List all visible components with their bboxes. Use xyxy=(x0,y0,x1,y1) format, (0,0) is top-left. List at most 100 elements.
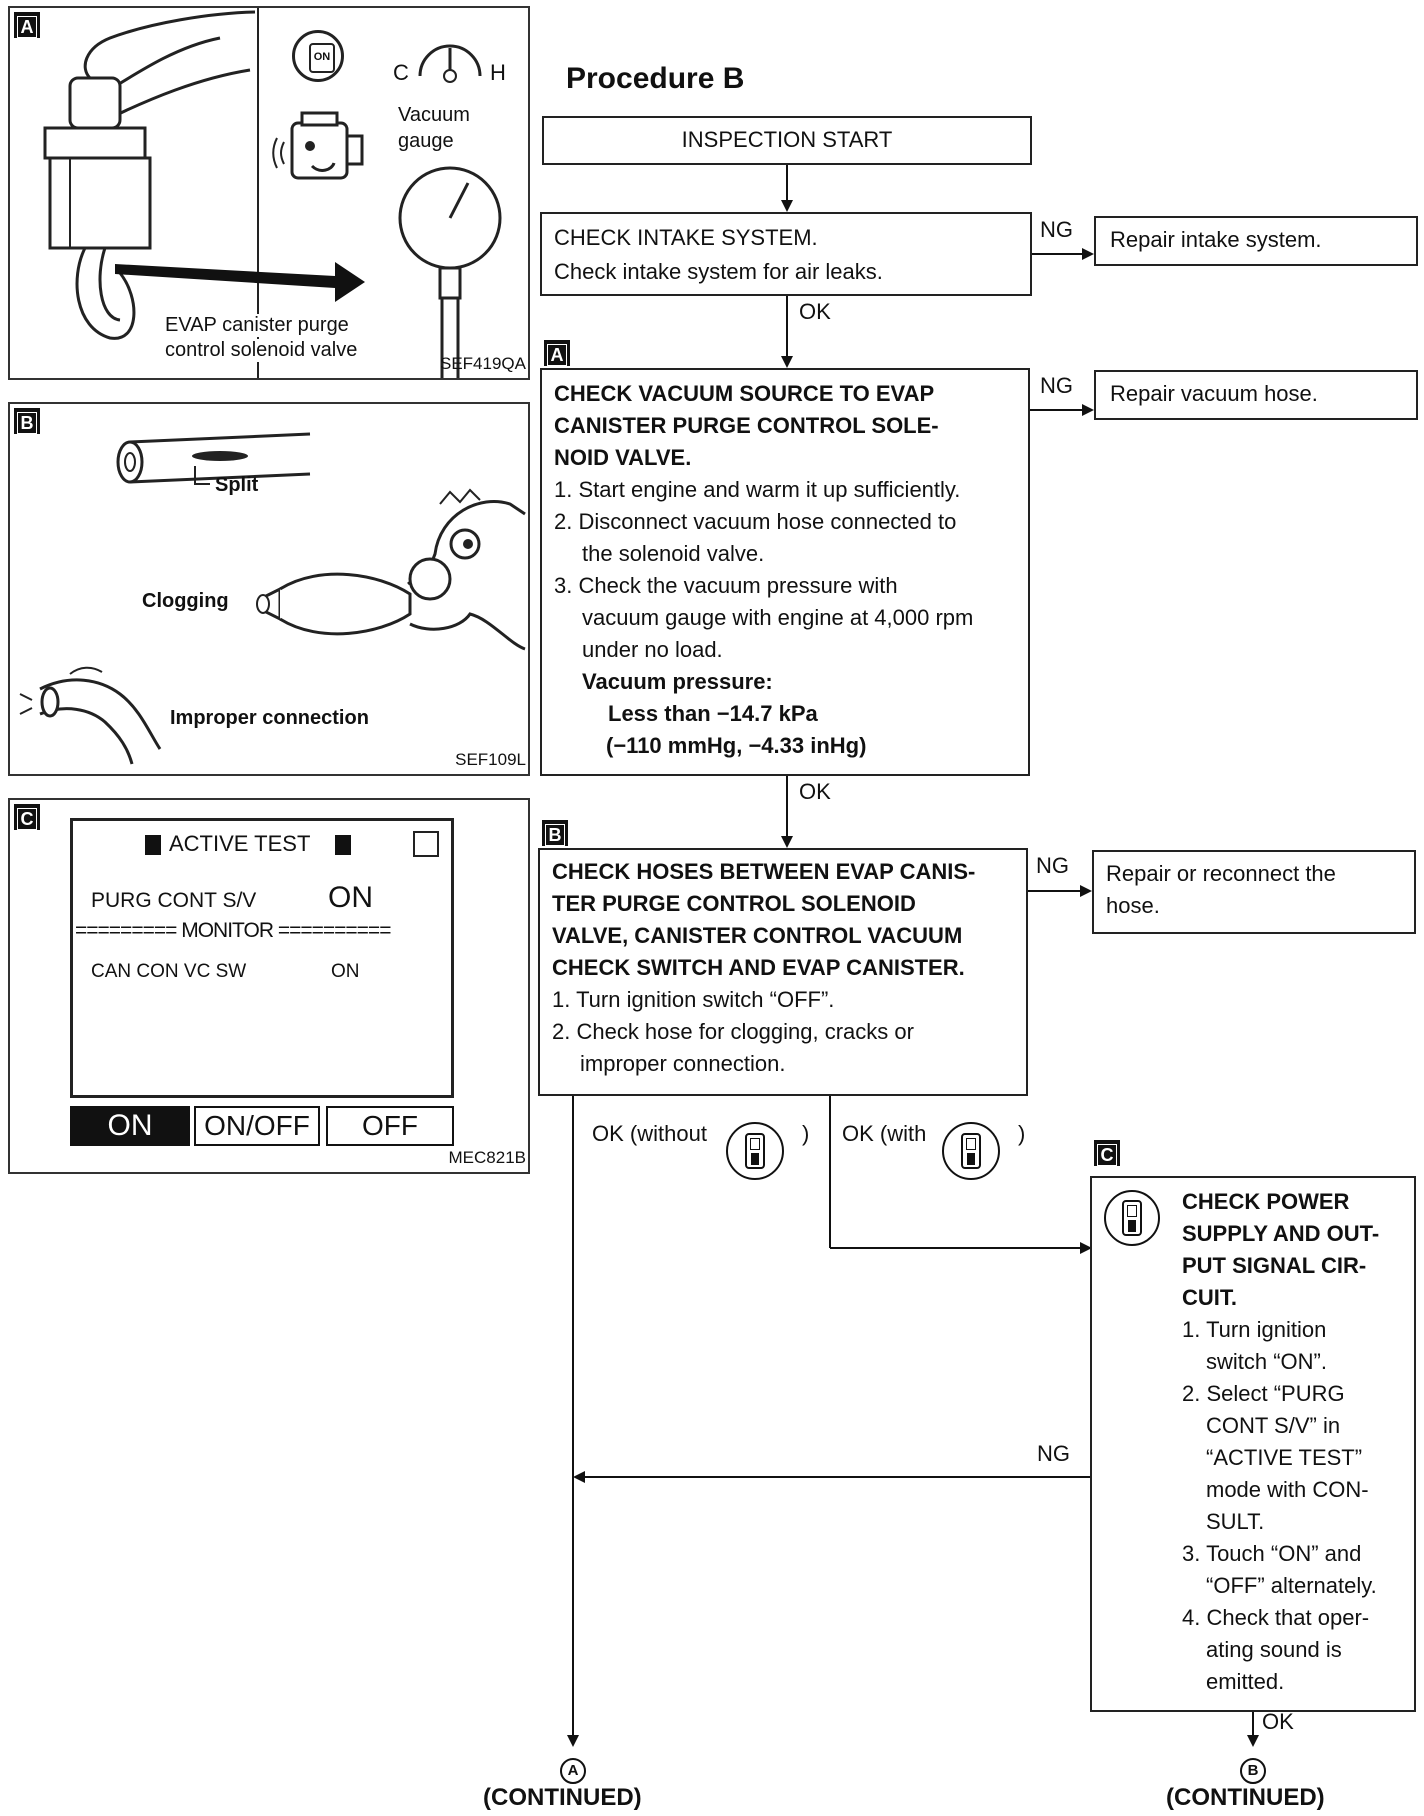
check-intake-line-2: Check intake system for air leaks. xyxy=(554,259,883,284)
screen-title-marker-right xyxy=(335,835,351,855)
ok-with-consult-label: OK (with xyxy=(842,1121,927,1146)
ok-with-close-paren: ) xyxy=(1018,1121,1026,1146)
check-vacuum-source-box: CHECK VACUUM SOURCE TO EVAP CANISTER PUR… xyxy=(540,368,1030,776)
step-b-heading-1: CHECK HOSES BETWEEN EVAP CANIS- xyxy=(552,859,976,884)
repair-vacuum-hose-box: Repair vacuum hose. xyxy=(1094,370,1418,420)
repair-intake-label: Repair intake system. xyxy=(1110,227,1322,252)
step-a-ng-label: NG xyxy=(1040,373,1073,398)
screen-off-button[interactable]: OFF xyxy=(326,1106,454,1146)
step-a-heading-1: CHECK VACUUM SOURCE TO EVAP xyxy=(554,381,935,406)
repair-vacuum-hose-label: Repair vacuum hose. xyxy=(1110,381,1318,406)
step-a-item-3-cont-1: vacuum gauge with engine at 4,000 rpm xyxy=(582,605,974,630)
vacuum-gauge-label-1: Vacuum xyxy=(398,104,470,126)
step-b-heading-2: TER PURGE CONTROL SOLENOID xyxy=(552,891,916,916)
step-c-heading-4: CUIT. xyxy=(1182,1285,1237,1310)
can-con-vc-sw-label: CAN CON VC SW xyxy=(91,961,247,982)
continued-label-a: (CONTINUED) xyxy=(483,1784,642,1811)
page-title: Procedure B xyxy=(566,62,745,95)
vacuum-pressure-value-2: (−110 mmHg, −4.33 inHg) xyxy=(606,733,867,758)
figure-tag-c: C xyxy=(14,804,40,830)
temp-hot-label: H xyxy=(490,60,506,85)
figure-tag-b: B xyxy=(14,408,40,434)
key-on-label: ON xyxy=(309,43,335,73)
screen-on-off-button[interactable]: ON/OFF xyxy=(194,1106,320,1146)
temperature-gauge-icon xyxy=(418,44,482,83)
ok-without-close-paren: ) xyxy=(802,1121,810,1146)
vacuum-gauge-label-2: gauge xyxy=(398,130,454,152)
screen-checkbox xyxy=(413,831,439,857)
figure-panel-b: B Split Clogging Improper connection SEF… xyxy=(8,402,530,776)
step-c-item-2-cont-2: “ACTIVE TEST” xyxy=(1206,1445,1363,1470)
ok-without-consult-label: OK (without xyxy=(592,1121,707,1146)
step-b-item-1: 1. Turn ignition switch “OFF”. xyxy=(552,987,835,1012)
repair-reconnect-hose-box: Repair or reconnect the hose. xyxy=(1092,850,1416,934)
valve-label-2: control solenoid valve xyxy=(165,339,358,362)
step-c-item-4: 4. Check that oper- xyxy=(1182,1605,1370,1630)
step-b-heading-4: CHECK SWITCH AND EVAP CANISTER. xyxy=(552,955,965,980)
step-c-ng-label: NG xyxy=(1037,1441,1070,1466)
split-label: Split xyxy=(215,474,259,496)
vacuum-gauge-icon xyxy=(398,166,502,378)
temp-cold-label: C xyxy=(393,60,409,85)
screen-title-marker-left xyxy=(145,835,161,855)
hose-defects-illustration xyxy=(19,432,526,765)
clogging-label: Clogging xyxy=(142,590,229,612)
valve-label-1: EVAP canister purge xyxy=(165,314,349,337)
consult-icon xyxy=(1104,1190,1160,1246)
intake-ng-label: NG xyxy=(1040,217,1073,242)
inspection-start-label: INSPECTION START xyxy=(681,127,893,152)
step-c-item-1-cont: switch “ON”. xyxy=(1206,1349,1327,1374)
figure-panel-a: A ON C H Vacuum gauge xyxy=(8,6,530,380)
step-a-heading-3: NOID VALVE. xyxy=(554,445,692,470)
step-c-heading-3: PUT SIGNAL CIR- xyxy=(1182,1253,1367,1278)
step-a-item-2-cont: the solenoid valve. xyxy=(582,541,765,566)
step-c-item-2-cont-4: SULT. xyxy=(1206,1509,1265,1534)
step-c-item-1: 1. Turn ignition xyxy=(1182,1317,1327,1342)
step-b-item-2: 2. Check hose for clogging, cracks or xyxy=(552,1019,914,1044)
repair-intake-box: Repair intake system. xyxy=(1094,216,1418,266)
step-a-item-3-cont-2: under no load. xyxy=(582,637,723,662)
repair-reconnect-line-2: hose. xyxy=(1106,893,1160,918)
check-hoses-box: CHECK HOSES BETWEEN EVAP CANIS- TER PURG… xyxy=(538,848,1028,1096)
check-intake-box: CHECK INTAKE SYSTEM. Check intake system… xyxy=(540,212,1032,296)
step-c-item-2: 2. Select “PURG xyxy=(1182,1381,1345,1406)
step-c-item-4-cont-1: ating sound is xyxy=(1206,1637,1342,1662)
check-power-supply-box: CHECK POWER SUPPLY AND OUT- PUT SIGNAL C… xyxy=(1090,1176,1416,1712)
continued-label-b: (CONTINUED) xyxy=(1166,1784,1325,1811)
step-c-heading-2: SUPPLY AND OUT- xyxy=(1182,1221,1380,1246)
consult-icon xyxy=(726,1122,784,1180)
intake-ok-label: OK xyxy=(799,299,831,324)
inspection-start-box: INSPECTION START xyxy=(542,116,1032,165)
figure-code-c: MEC821B xyxy=(448,1148,526,1167)
step-b-ng-label: NG xyxy=(1036,853,1069,878)
step-b-heading-3: VALVE, CANISTER CONTROL VACUUM xyxy=(552,923,963,948)
purg-cont-sv-value: ON xyxy=(328,881,373,914)
screen-on-button[interactable]: ON xyxy=(70,1106,190,1146)
consult-screen: ACTIVE TEST PURG CONT S/V ON ========= M… xyxy=(70,818,454,1098)
step-c-heading-1: CHECK POWER xyxy=(1182,1189,1350,1214)
ignition-key-icon: ON xyxy=(292,30,344,82)
screen-title: ACTIVE TEST xyxy=(169,831,311,856)
figure-code-a: SEF419QA xyxy=(440,354,526,373)
purg-cont-sv-label: PURG CONT S/V xyxy=(91,889,257,912)
step-b-tag: B xyxy=(542,820,568,846)
step-a-heading-2: CANISTER PURGE CONTROL SOLE- xyxy=(554,413,939,438)
check-intake-line-1: CHECK INTAKE SYSTEM. xyxy=(554,225,818,250)
improper-connection-label: Improper connection xyxy=(170,707,369,729)
step-a-ok-label: OK xyxy=(799,779,831,804)
continued-marker-a: A xyxy=(560,1758,586,1784)
step-c-item-4-cont-2: emitted. xyxy=(1206,1669,1285,1694)
repair-reconnect-line-1: Repair or reconnect the xyxy=(1106,861,1336,886)
step-a-item-3: 3. Check the vacuum pressure with xyxy=(554,573,898,598)
vacuum-pressure-value-1: Less than −14.7 kPa xyxy=(608,701,818,726)
can-con-vc-sw-value: ON xyxy=(331,961,360,982)
step-a-tag: A xyxy=(544,340,570,366)
figure-code-b: SEF109L xyxy=(455,750,526,769)
step-c-ok-label: OK xyxy=(1262,1709,1294,1734)
step-c-tag: C xyxy=(1094,1140,1120,1166)
engine-running-icon xyxy=(272,111,364,180)
figure-tag-a: A xyxy=(14,12,40,38)
continued-marker-b: B xyxy=(1240,1758,1266,1784)
step-a-item-1: 1. Start engine and warm it up sufficien… xyxy=(554,477,961,502)
